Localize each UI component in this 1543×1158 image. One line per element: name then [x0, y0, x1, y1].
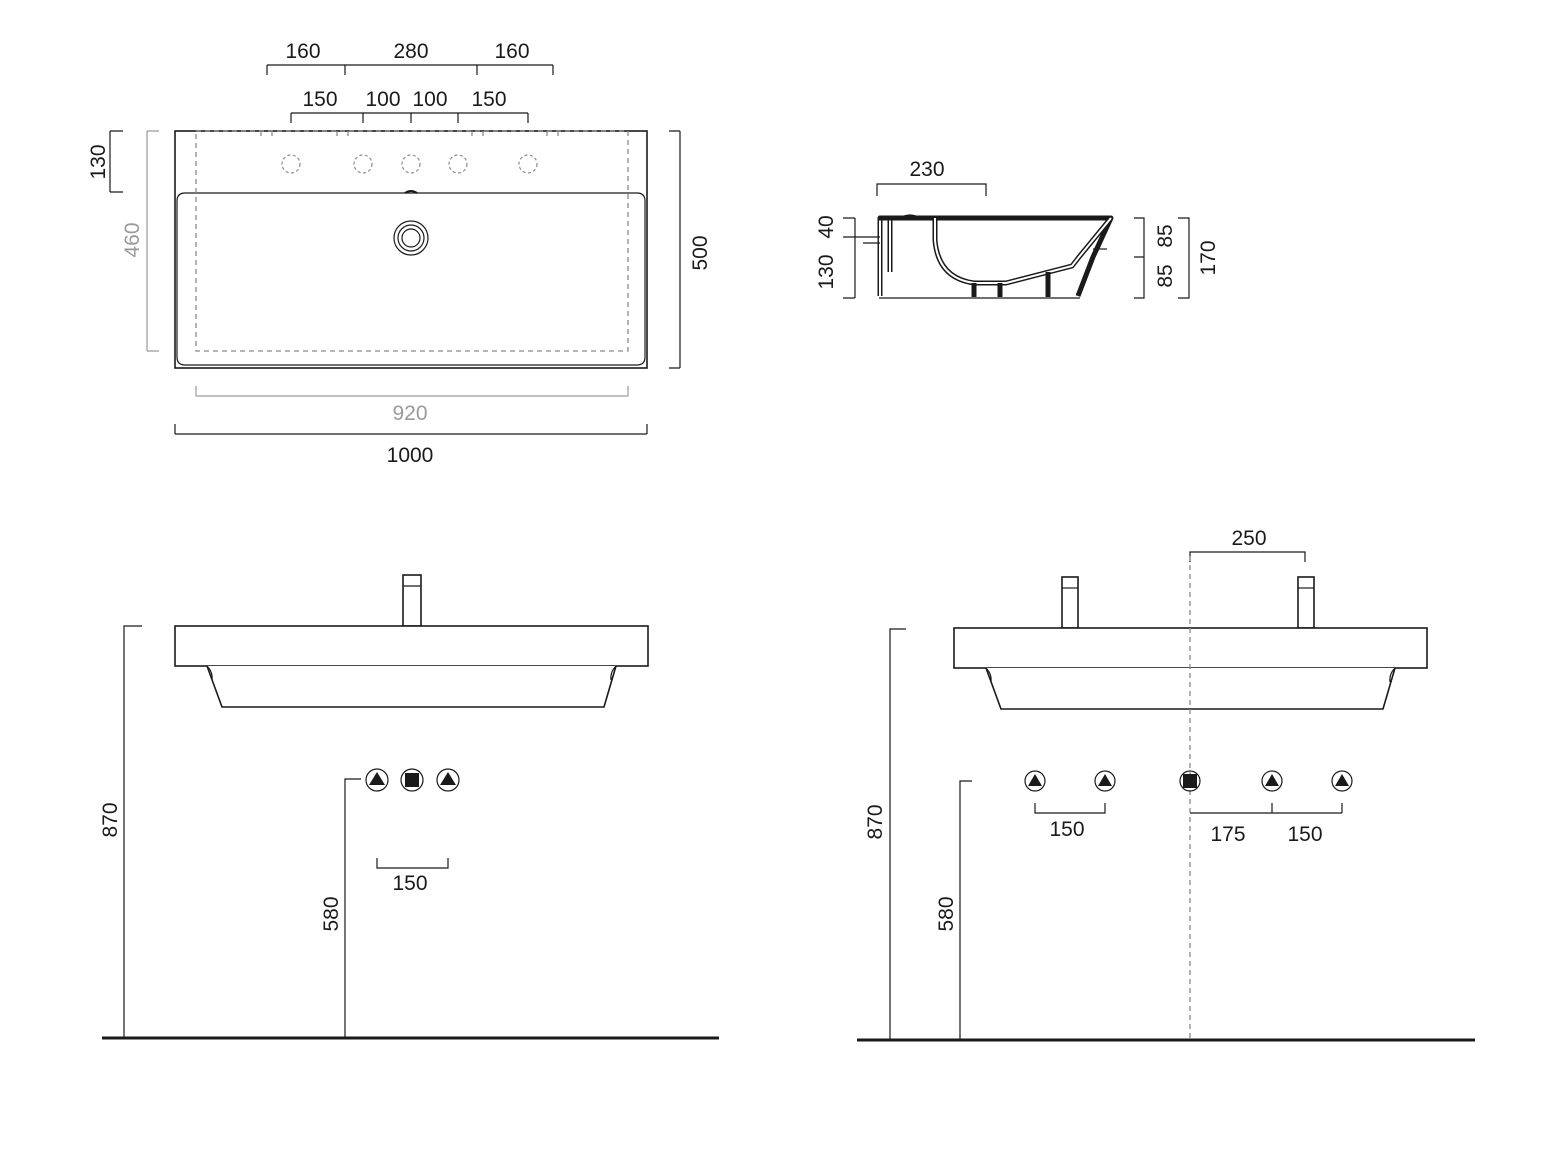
top-dimension-row: 160 280 160: [266, 40, 554, 75]
faucet: [402, 574, 422, 627]
drain-connection-icon: [400, 768, 424, 792]
dim-580-double: 580: [935, 896, 958, 931]
dim-100-left: 100: [365, 88, 400, 111]
drain-connection-icon: [1179, 770, 1201, 792]
dim-160-left: 160: [285, 40, 320, 63]
dim-150-double-left: 150: [1049, 818, 1084, 841]
hot-cold-connection-icon: [1094, 770, 1116, 792]
hot-cold-connection-icon: [1261, 770, 1283, 792]
dim-85-top: 85: [1154, 224, 1177, 247]
dim-580-single: 580: [320, 896, 343, 931]
side-section-view: 230 40 130 85 85 170: [815, 158, 1220, 299]
dim-175: 175: [1210, 823, 1245, 846]
dim-130-top-left: 130: [87, 144, 110, 179]
dim-85-bottom: 85: [1154, 264, 1177, 287]
basin-front-bowl: [206, 665, 617, 708]
dim-150-right: 150: [471, 88, 506, 111]
dim-130-side: 130: [815, 254, 838, 289]
tap-hole-1: [281, 154, 301, 174]
tap-holes: [281, 154, 538, 174]
dim-100-right: 100: [412, 88, 447, 111]
front-view-single-tap: 870 580 150: [99, 574, 719, 1040]
hidden-bowl-outline: [195, 130, 629, 352]
dim-250: 250: [1231, 527, 1266, 550]
dim-160-right: 160: [494, 40, 529, 63]
basin-section-profile: [877, 214, 1114, 299]
basin-front-bowl-double: [985, 667, 1396, 710]
dim-150-single: 150: [392, 872, 427, 895]
tap-hole-3: [401, 154, 421, 174]
faucet-right: [1297, 576, 1315, 629]
hot-cold-connection-icon: [1331, 770, 1353, 792]
overflow-slot: [404, 190, 418, 194]
dim-870-double: 870: [864, 804, 887, 839]
dim-920: 920: [392, 402, 427, 425]
dim-1000: 1000: [387, 444, 434, 467]
basin-outline: [174, 130, 648, 369]
dim-150-left: 150: [302, 88, 337, 111]
wall-connections: [365, 768, 460, 792]
dim-500: 500: [689, 235, 712, 270]
dim-870-single: 870: [99, 802, 122, 837]
dim-460: 460: [121, 222, 144, 257]
dim-280: 280: [393, 40, 428, 63]
drain: [393, 220, 429, 256]
hot-cold-connection-icon: [365, 768, 389, 792]
basin-bowl-edge: [176, 192, 646, 366]
dim-170: 170: [1197, 240, 1220, 275]
hot-cold-connection-icon: [436, 768, 460, 792]
dim-150-double-right: 150: [1287, 823, 1322, 846]
second-dimension-row: 150 100 100 150: [290, 88, 529, 123]
tap-hole-4: [448, 154, 468, 174]
top-view: 160 280 160 150 100 100 150: [87, 40, 712, 467]
dim-230: 230: [909, 158, 944, 181]
basin-front-slab: [174, 625, 649, 667]
faucet-left: [1061, 576, 1079, 629]
tap-hole-5: [518, 154, 538, 174]
hot-cold-connection-icon: [1024, 770, 1046, 792]
dim-40: 40: [815, 215, 838, 238]
tap-hole-2: [353, 154, 373, 174]
wall-connections-double: [1024, 770, 1353, 792]
front-view-double-tap: 250 870 580: [857, 527, 1475, 1042]
